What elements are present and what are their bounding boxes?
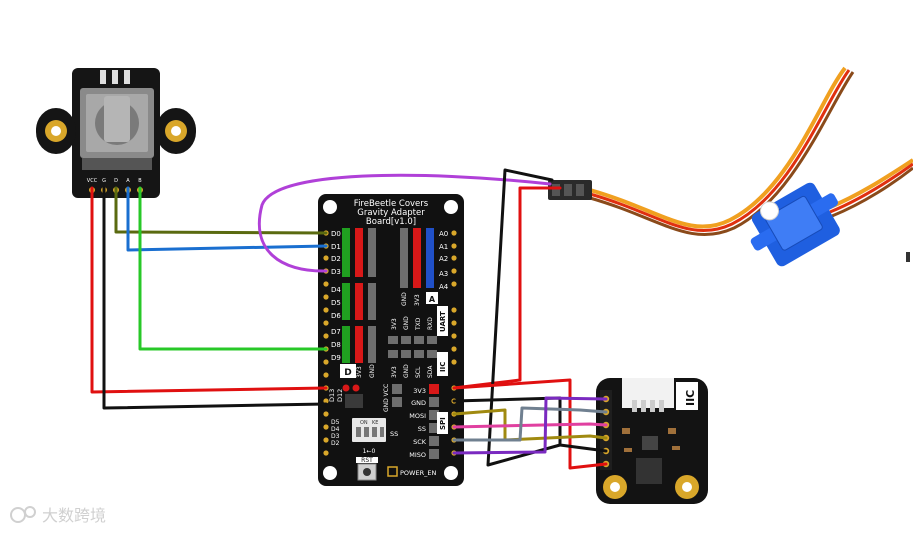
uart-txd-label: TXD <box>415 317 422 331</box>
wires <box>90 168 608 470</box>
servo-cable-brown <box>589 71 855 237</box>
servo-cable-tail <box>827 158 913 210</box>
power-en-label: POWER_EN <box>400 469 436 477</box>
uart-header-pins <box>388 336 437 344</box>
pin-label-d12: D12 <box>336 389 344 402</box>
uart-rxd-label: RXD <box>427 317 434 330</box>
pin-label-d0: D0 <box>331 230 341 238</box>
pin-label-a2: A2 <box>439 255 448 263</box>
board-title-line1: FireBeetle Covers <box>354 199 429 209</box>
header-3v3-label: 3V3 <box>356 366 363 378</box>
spi-label-sck: SCK <box>413 438 427 446</box>
encoder-pin-vcc: VCC <box>87 178 98 184</box>
spi-label-mosi: MOSI <box>409 412 426 420</box>
pin-label-d4: D4 <box>331 286 341 294</box>
pin-label-d1: D1 <box>331 243 341 251</box>
pin-label-a0: A0 <box>439 230 448 238</box>
wire-spi-gnd-black <box>452 396 608 453</box>
section-d-label: D <box>344 368 351 378</box>
wire-encoder-b-green <box>138 186 328 351</box>
power-en-jumper[interactable] <box>387 466 398 477</box>
servo-cable-yellow <box>589 66 847 229</box>
servo-cable-red <box>589 69 851 233</box>
servo-motor <box>548 66 913 267</box>
wire-ss-pink <box>452 422 608 429</box>
section-a-label: A <box>429 295 436 304</box>
iic-sensor-module: IIC <box>596 378 708 504</box>
board-title-line2: Gravity Adapter <box>357 208 425 218</box>
board-title-line3: Board[v1.0] <box>366 217 416 227</box>
encoder-pin-d: D <box>114 178 118 184</box>
uart-gnd-label: GND <box>403 316 410 330</box>
pin-label-d5: D5 <box>331 299 341 307</box>
pin-label-d5-bottom: D5 <box>331 419 340 426</box>
spi-header-pins <box>429 384 439 459</box>
pin-label-a1: A1 <box>439 243 448 251</box>
iic-gnd-label: GND <box>403 364 410 378</box>
rotary-encoder-module: VCC G D A B <box>36 68 196 198</box>
wire-encoder-d-olive <box>114 186 328 235</box>
ss-label: SS <box>390 430 398 438</box>
header-gnd-label: GND <box>369 364 376 378</box>
gnd-vcc-label: GND VCC <box>383 384 390 412</box>
servo-gear <box>760 201 780 221</box>
dip-on-label: ON <box>360 420 368 426</box>
uart-3v3-label: 3V3 <box>391 318 398 330</box>
wire-miso-purple <box>452 396 608 455</box>
iic-scl-label: SCL <box>415 366 422 378</box>
pin-label-a4: A4 <box>439 283 449 291</box>
dip-1-0-label: 1←0 <box>363 448 376 455</box>
wire-encoder-a-blue <box>126 186 328 252</box>
wire-encoder-vcc-red <box>90 186 328 394</box>
encoder-pin-b: B <box>138 178 142 184</box>
wire-servo-signal-purple <box>257 173 552 273</box>
pin-label-d2-bottom: D2 <box>331 440 340 447</box>
pin-label-d3-bottom: D3 <box>331 433 340 440</box>
pin-label-d3: D3 <box>331 268 341 276</box>
pin-label-d8: D8 <box>331 341 341 349</box>
pin-label-d13: D13 <box>328 389 336 402</box>
encoder-pin-g: G <box>102 178 106 184</box>
analog-headers <box>400 228 434 288</box>
pin-label-d7: D7 <box>331 328 341 336</box>
section-uart-label: UART <box>439 311 447 332</box>
servo-cable-tail-brown <box>831 166 913 218</box>
pin-label-d2: D2 <box>331 255 341 263</box>
wire-servo-power-red <box>452 186 562 390</box>
section-spi-label: SPI <box>439 417 447 430</box>
rst-label: RST <box>361 457 373 464</box>
gravity-adapter-board: FireBeetle Covers Gravity Adapter Board[… <box>318 194 464 486</box>
spi-label-miso: MISO <box>409 451 426 459</box>
pin-label-d9: D9 <box>331 354 341 362</box>
wire-servo-ground-black <box>486 168 562 467</box>
module-pin-header <box>600 390 612 470</box>
watermark: 大数跨境 <box>10 506 106 525</box>
wire-encoder-gnd-black <box>102 186 328 410</box>
encoder-pin-a: A <box>126 178 130 184</box>
spi-label-3v3: 3V3 <box>413 387 426 395</box>
digital-headers <box>342 228 376 363</box>
servo-label-area <box>765 195 823 251</box>
servo-cable-tail-red <box>829 162 913 214</box>
module-chip <box>636 458 662 484</box>
analog-gnd-label: GND <box>401 292 408 306</box>
module-iic-label: IIC <box>684 390 697 406</box>
iic-sda-label: SDA <box>427 365 434 378</box>
pin-label-d4-bottom: D4 <box>331 426 340 433</box>
pin-label-a3: A3 <box>439 270 448 278</box>
dip-ke-label: KE <box>372 420 378 426</box>
iic-3v3-label: 3V3 <box>391 366 398 378</box>
spi-label-gnd: GND <box>411 399 426 407</box>
iic-header-pins <box>388 350 437 358</box>
watermark-text: 大数跨境 <box>42 506 106 525</box>
wire-sck-gray <box>452 406 608 442</box>
analog-3v3-label: 3V3 <box>414 294 421 306</box>
spi-label-ss: SS <box>418 425 426 433</box>
pin-label-d6: D6 <box>331 312 341 320</box>
section-iic-label: IIC <box>439 362 447 372</box>
